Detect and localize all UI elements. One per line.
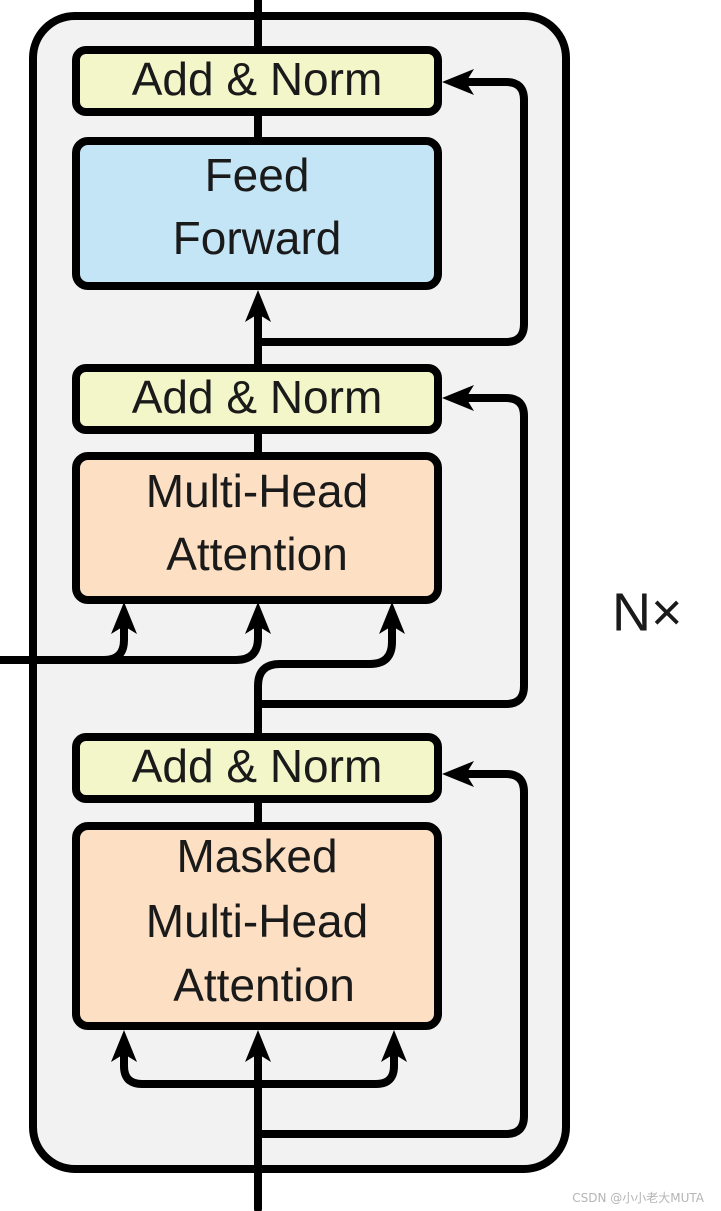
- add-norm-bottom-block: Add & Norm: [72, 733, 442, 803]
- feed-forward-label-line1: Feed: [205, 149, 310, 201]
- masked-multi-head-attention-block: Masked Multi-Head Attention: [72, 822, 442, 1030]
- add-norm-mid-block: Add & Norm: [72, 364, 442, 434]
- arrow-left-icon: [442, 761, 474, 787]
- repeat-count-label: N×: [612, 582, 683, 642]
- masked-attention-label-line2: Multi-Head: [146, 895, 368, 947]
- arrow-up-icon: [245, 602, 271, 634]
- arrow-up-icon: [245, 290, 271, 322]
- masked-attention-label-line3: Attention: [173, 959, 355, 1011]
- arrow-up-icon: [245, 1030, 271, 1062]
- add-norm-top-label: Add & Norm: [132, 53, 383, 105]
- multi-head-attention-block: Multi-Head Attention: [72, 452, 442, 604]
- arrow-up-icon: [111, 1030, 137, 1062]
- arrow-up-icon: [111, 602, 137, 634]
- add-norm-top-block: Add & Norm: [72, 46, 442, 116]
- add-norm-bottom-output-line: [254, 622, 396, 743]
- masked-attention-label-line1: Masked: [176, 830, 337, 882]
- add-norm-mid-label: Add & Norm: [132, 371, 383, 423]
- multi-head-attention-label-line1: Multi-Head: [146, 465, 368, 517]
- watermark-text: CSDN @小小老大MUTA: [572, 1191, 705, 1205]
- feed-forward-block: Feed Forward: [72, 137, 442, 290]
- feed-forward-label-line2: Forward: [173, 212, 342, 264]
- arrow-up-icon: [381, 1030, 407, 1062]
- add-norm-bottom-label: Add & Norm: [132, 740, 383, 792]
- masked-attention-input-split: [120, 1052, 398, 1088]
- arrow-up-icon: [379, 602, 405, 634]
- arrow-left-icon: [442, 385, 474, 411]
- arrow-left-icon: [442, 69, 474, 95]
- residual-connection-masked-attention: [254, 770, 528, 1138]
- encoder-output-line: [0, 622, 262, 664]
- encoder-output-branch: [100, 622, 128, 664]
- residual-connection-feed-forward: [254, 78, 528, 346]
- residual-connection-multi-head-attention: [254, 394, 528, 708]
- multi-head-attention-label-line2: Attention: [166, 528, 348, 580]
